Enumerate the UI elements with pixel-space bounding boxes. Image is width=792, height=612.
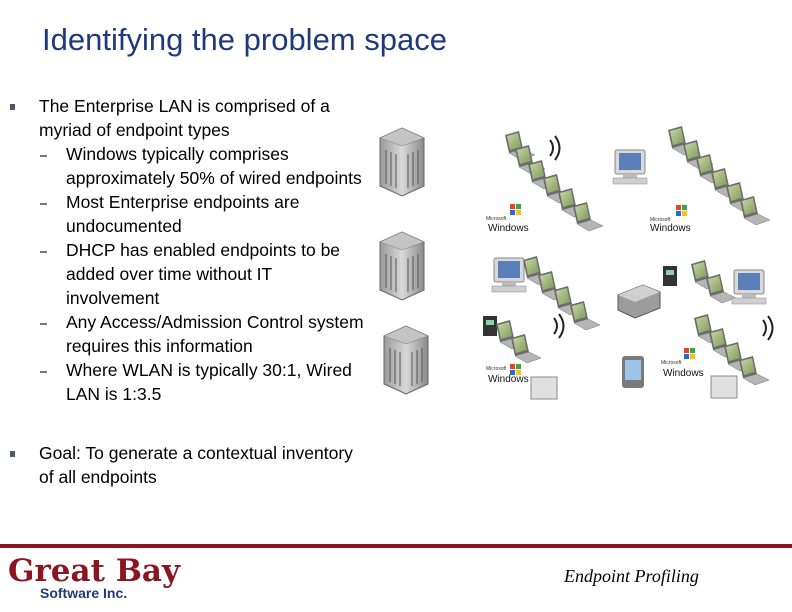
bullet-item: The Enterprise LAN is comprised of a myr…: [10, 95, 370, 142]
wifi-icon: [549, 135, 561, 161]
logo-text: Great Bay: [8, 553, 181, 589]
dash-marker: [40, 251, 47, 253]
phone-icon: [483, 316, 497, 336]
desktop-icon: [612, 149, 648, 185]
dash-marker: [40, 371, 47, 373]
sub-bullet-text: Most Enterprise endpoints are undocument…: [66, 192, 300, 236]
logo-subtext: Software Inc.: [40, 585, 128, 601]
desktop-icon: [491, 257, 527, 293]
svg-text:Microsoft: Microsoft: [486, 366, 507, 372]
server-icon: [379, 231, 425, 301]
footer-caption: Endpoint Profiling: [564, 566, 699, 586]
dash-marker: [40, 155, 47, 157]
bullet-marker: [10, 451, 15, 457]
svg-text:Microsoft: Microsoft: [486, 216, 507, 222]
sub-bullet-text: DHCP has enabled endpoints to be added o…: [66, 240, 341, 308]
bullet-marker: [10, 104, 15, 110]
svg-text:Microsoft: Microsoft: [661, 360, 682, 366]
sub-bullet-text: Any Access/Admission Control system requ…: [66, 312, 364, 356]
server-icon: [379, 127, 425, 197]
laptop-icon: [705, 273, 737, 304]
windows-logo-icon: Microsoft Windows: [486, 204, 529, 234]
bullet-text: The Enterprise LAN is comprised of a myr…: [39, 96, 330, 140]
laptop-icon: [738, 355, 770, 386]
pda-icon: [622, 356, 644, 388]
router-icon: [617, 284, 661, 319]
laptop-icon: [569, 300, 601, 331]
page-title: Identifying the problem space: [42, 22, 447, 57]
desktop-icon: [731, 269, 767, 305]
svg-text:Microsoft: Microsoft: [650, 217, 671, 223]
laptop-icon: [572, 201, 604, 232]
windows-logo-icon: Microsoft Windows: [661, 348, 704, 379]
wifi-icon: [553, 313, 565, 339]
bullet-text: Goal: To generate a contextual inventory…: [39, 443, 353, 487]
dash-marker: [40, 203, 47, 205]
company-logo: Great Bay Software Inc.: [8, 555, 180, 601]
server-icon: [383, 325, 429, 395]
dash-marker: [40, 323, 47, 325]
windows-logo-icon: Microsoft Windows: [486, 364, 529, 385]
windows-logo-icon: Microsoft Windows: [650, 205, 691, 234]
laptop-icon: [739, 195, 771, 226]
sub-bullet: Where WLAN is typically 30:1, Wired LAN …: [10, 358, 370, 406]
sub-bullet-text: Windows typically comprises approximatel…: [66, 144, 362, 188]
laptop-icon: [510, 333, 542, 364]
sub-bullet: DHCP has enabled endpoints to be added o…: [10, 238, 370, 310]
footer-divider: [0, 544, 792, 548]
sub-bullet: Most Enterprise endpoints are undocument…: [10, 190, 370, 238]
printer-icon: [530, 376, 558, 400]
bullet-list: The Enterprise LAN is comprised of a myr…: [10, 95, 370, 489]
wifi-icon: [762, 315, 774, 341]
svg-text:Windows: Windows: [488, 223, 529, 234]
sub-bullet-text: Where WLAN is typically 30:1, Wired LAN …: [66, 360, 352, 404]
svg-text:Windows: Windows: [488, 374, 529, 385]
bullet-item: Goal: To generate a contextual inventory…: [10, 442, 370, 489]
svg-text:Windows: Windows: [663, 368, 704, 379]
svg-text:Windows: Windows: [650, 223, 691, 234]
sub-bullet: Windows typically comprises approximatel…: [10, 142, 370, 190]
phone-icon: [663, 266, 677, 286]
network-illustration: Microsoft Windows Microsoft Windows Micr…: [379, 125, 774, 400]
sub-bullet: Any Access/Admission Control system requ…: [10, 310, 370, 358]
printer-icon: [710, 375, 738, 399]
